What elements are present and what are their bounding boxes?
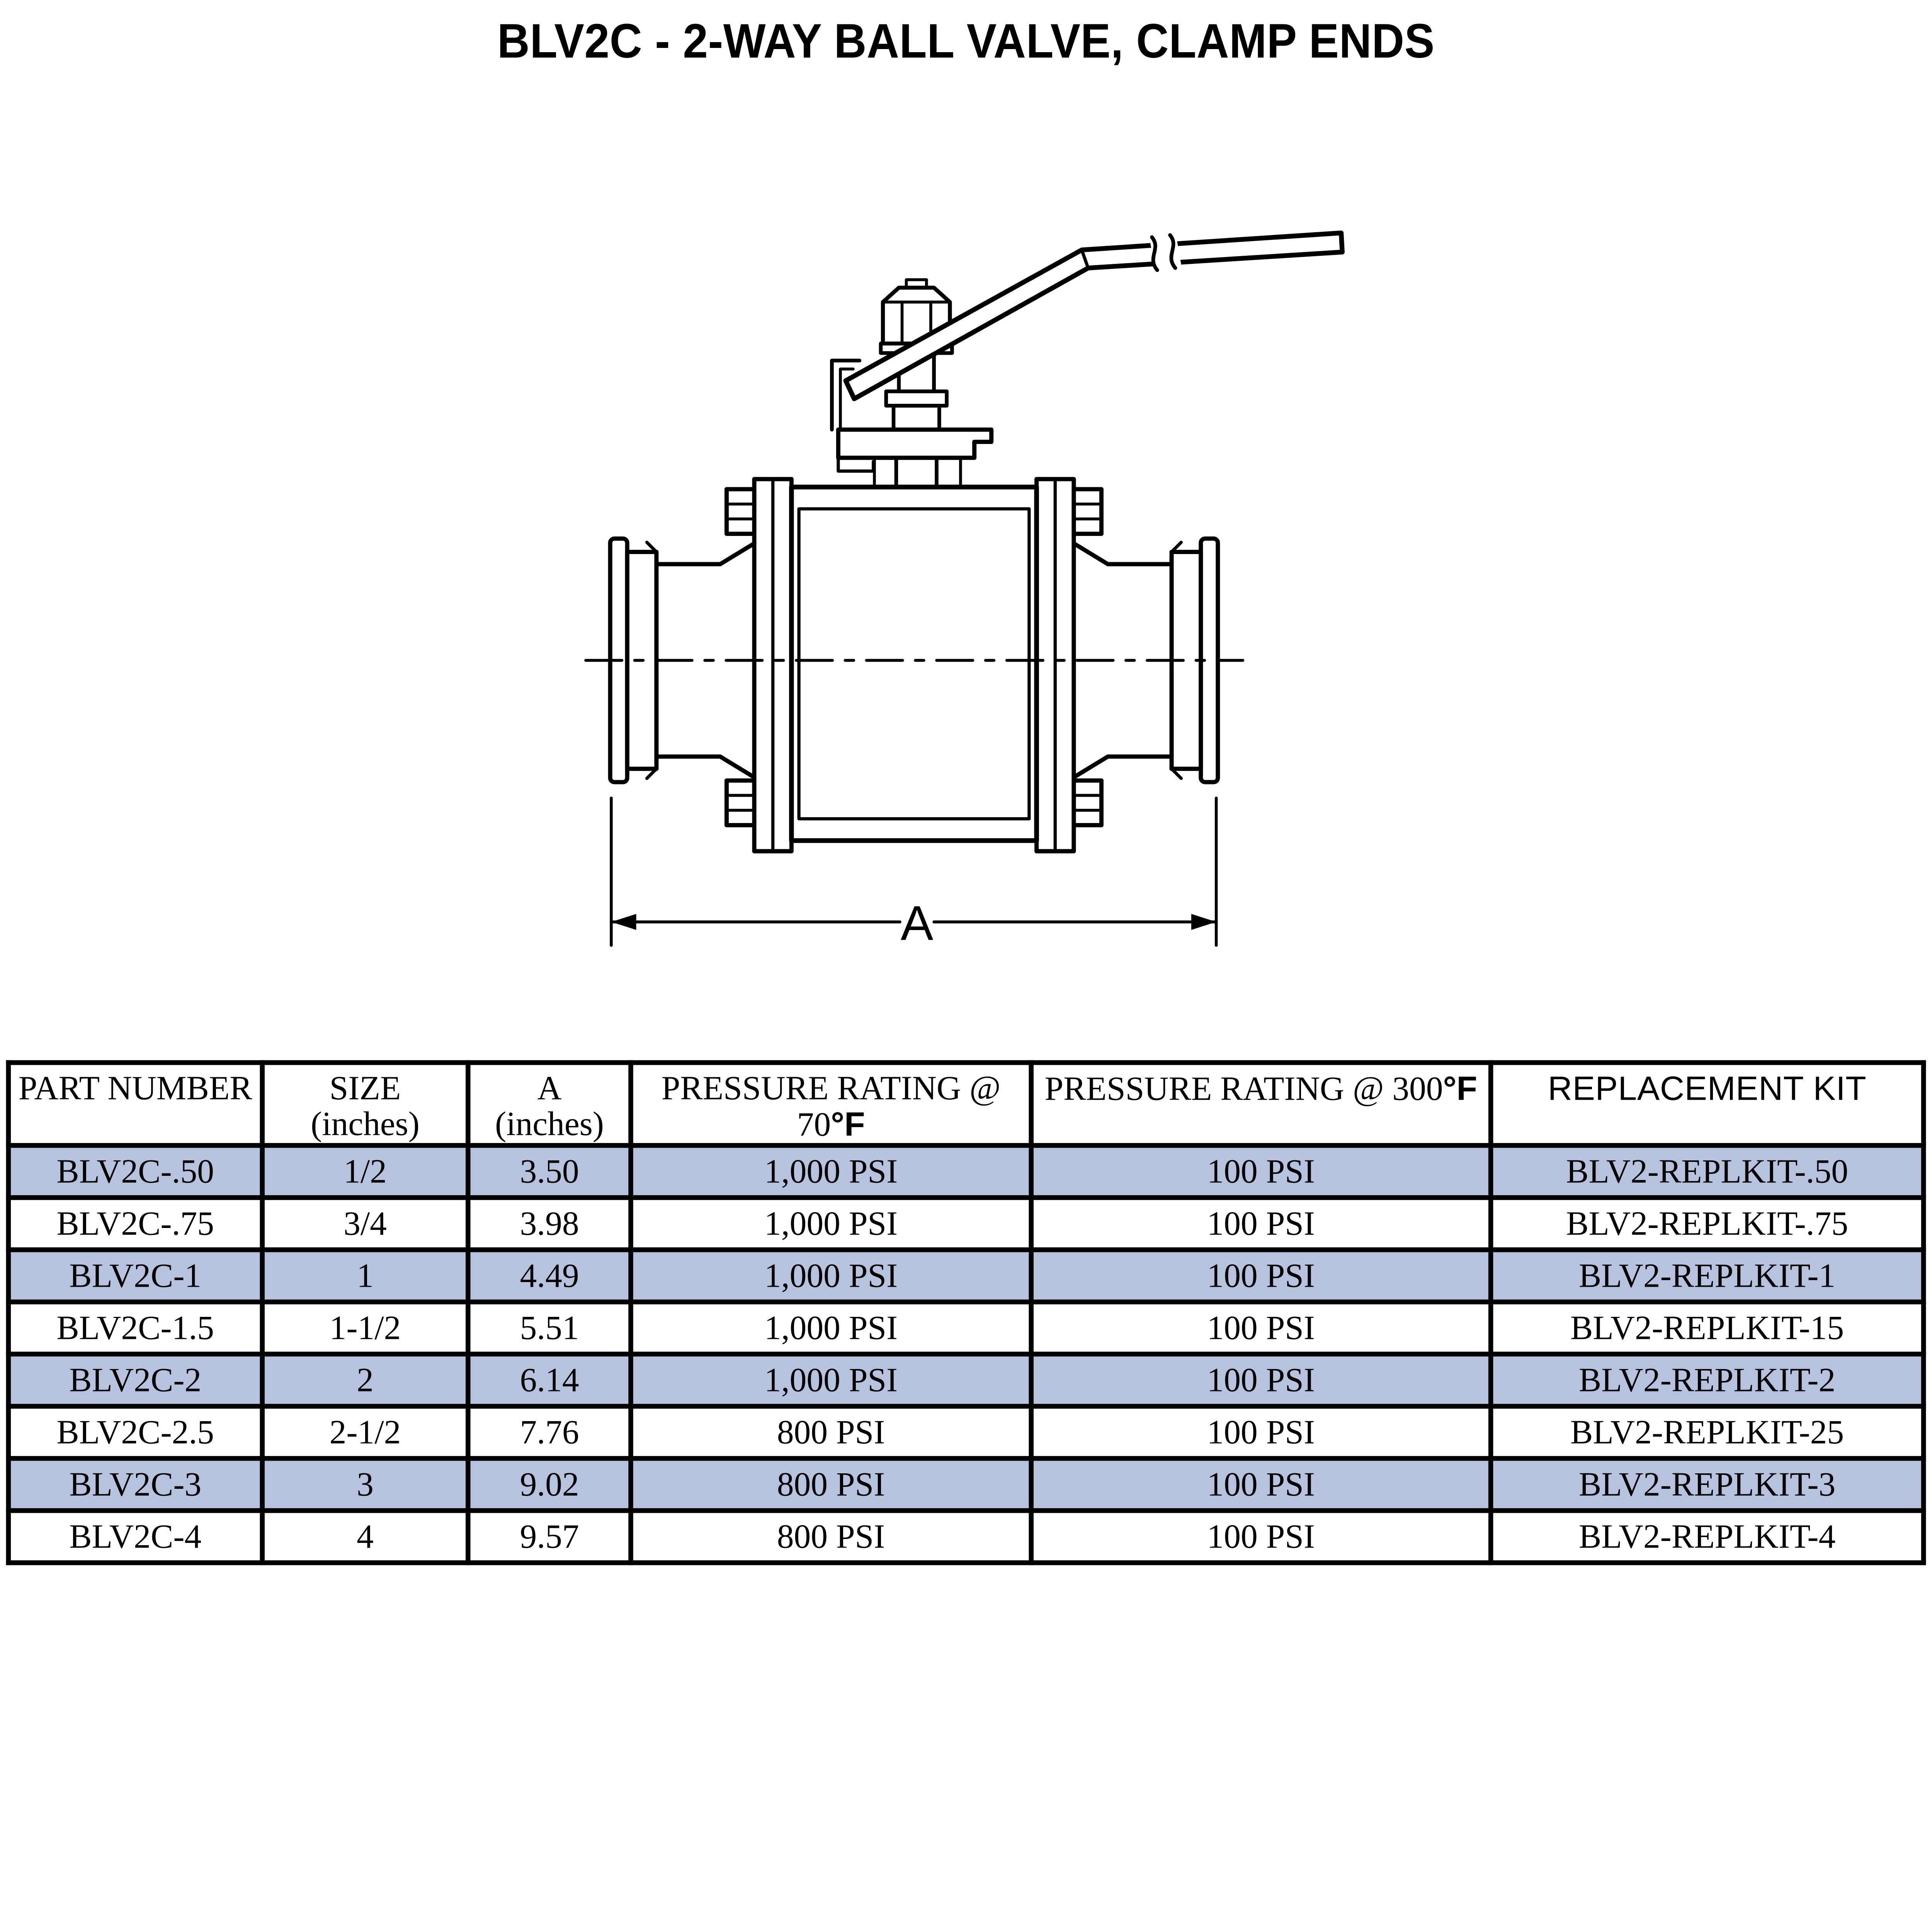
col-header-label: PART NUMBER <box>18 1069 252 1107</box>
col-header-unit: (inches) <box>311 1105 420 1143</box>
table-row: BLV2C-.50 1/2 3.50 1,000 PSI 100 PSI BLV… <box>6 1143 1926 1200</box>
body-flange-left <box>724 477 794 854</box>
cell-replacement-kit: BLV2-REPLKIT-4 <box>1488 1508 1926 1565</box>
cell-pressure-300: 100 PSI <box>1029 1143 1493 1200</box>
cell-pressure-300: 100 PSI <box>1029 1508 1493 1565</box>
cell-size: 2 <box>260 1352 471 1409</box>
cell-part-number: BLV2C-2.5 <box>6 1404 265 1461</box>
cell-pressure-70: 800 PSI <box>628 1404 1034 1461</box>
col-header-pressure-70: PRESSURE RATING @ 70°F <box>628 1060 1034 1148</box>
col-header-part-number: PART NUMBER <box>6 1060 265 1148</box>
col-header-a: A (inches) <box>466 1060 633 1148</box>
degree-f-label: °F <box>1443 1069 1477 1107</box>
col-header-replacement-kit: REPLACEMENT KIT <box>1488 1060 1926 1148</box>
bolt-bottom-right-icon <box>1071 778 1104 828</box>
cell-pressure-70: 1,000 PSI <box>628 1247 1034 1304</box>
bolt-top-right-icon <box>1071 487 1104 536</box>
cell-a: 9.02 <box>466 1456 633 1513</box>
table-row: BLV2C-1 1 4.49 1,000 PSI 100 PSI BLV2-RE… <box>6 1247 1926 1304</box>
cell-part-number: BLV2C-2 <box>6 1352 265 1409</box>
table-row: BLV2C-1.5 1-1/2 5.51 1,000 PSI 100 PSI B… <box>6 1299 1926 1357</box>
cell-size: 2-1/2 <box>260 1404 471 1461</box>
dimension-label: A <box>901 896 934 951</box>
valve-handle <box>843 230 1345 401</box>
cell-pressure-300: 100 PSI <box>1029 1456 1493 1513</box>
col-header-unit: (inches) <box>495 1105 604 1143</box>
cell-part-number: BLV2C-4 <box>6 1508 265 1565</box>
clamp-ferrule-right <box>1071 536 1220 784</box>
cell-size: 1/2 <box>260 1143 471 1200</box>
cell-replacement-kit: BLV2-REPLKIT-25 <box>1488 1404 1926 1461</box>
cell-replacement-kit: BLV2-REPLKIT-3 <box>1488 1456 1926 1513</box>
table-row: BLV2C-3 3 9.02 800 PSI 100 PSI BLV2-REPL… <box>6 1456 1926 1513</box>
col-header-label: PRESSURE RATING @ 70 <box>661 1069 1001 1143</box>
cell-pressure-300: 100 PSI <box>1029 1299 1493 1357</box>
cell-part-number: BLV2C-1 <box>6 1247 265 1304</box>
cell-pressure-70: 1,000 PSI <box>628 1352 1034 1409</box>
handle-bracket <box>830 359 862 432</box>
cell-pressure-70: 1,000 PSI <box>628 1195 1034 1252</box>
cell-pressure-70: 800 PSI <box>628 1456 1034 1513</box>
cell-part-number: BLV2C-.75 <box>6 1195 265 1252</box>
cell-pressure-300: 100 PSI <box>1029 1247 1493 1304</box>
handle-break-icon <box>1148 231 1183 276</box>
cell-pressure-70: 1,000 PSI <box>628 1143 1034 1200</box>
cell-size: 1 <box>260 1247 471 1304</box>
arrowhead-left-icon <box>611 914 636 930</box>
cell-replacement-kit: BLV2-REPLKIT-15 <box>1488 1299 1926 1357</box>
dimension: A <box>610 796 1218 951</box>
cell-a: 6.14 <box>466 1352 633 1409</box>
cell-a: 3.98 <box>466 1195 633 1252</box>
cell-a: 3.50 <box>466 1143 633 1200</box>
cell-a: 9.57 <box>466 1508 633 1565</box>
page-title-text: BLV2C - 2-WAY BALL VALVE, CLAMP ENDS <box>497 14 1435 68</box>
col-header-size: SIZE (inches) <box>260 1060 471 1148</box>
spec-sheet-page: BLV2C - 2-WAY BALL VALVE, CLAMP ENDS <box>0 17 1932 1565</box>
col-header-label: A <box>537 1069 562 1107</box>
body-flange-right <box>1034 477 1104 854</box>
cell-pressure-300: 100 PSI <box>1029 1195 1493 1252</box>
arrowhead-right-icon <box>1191 914 1216 930</box>
cell-part-number: BLV2C-3 <box>6 1456 265 1513</box>
cell-replacement-kit: BLV2-REPLKIT-2 <box>1488 1352 1926 1409</box>
table-row: BLV2C-4 4 9.57 800 PSI 100 PSI BLV2-REPL… <box>6 1508 1926 1565</box>
page-title: BLV2C - 2-WAY BALL VALVE, CLAMP ENDS <box>0 17 1932 65</box>
table-header-row: PART NUMBER SIZE (inches) A (inches) PRE… <box>6 1060 1926 1148</box>
cell-size: 3/4 <box>260 1195 471 1252</box>
bolt-bottom-left-icon <box>724 778 757 828</box>
table-row: BLV2C-2.5 2-1/2 7.76 800 PSI 100 PSI BLV… <box>6 1404 1926 1461</box>
cell-size: 3 <box>260 1456 471 1513</box>
cell-size: 4 <box>260 1508 471 1565</box>
cell-a: 7.76 <box>466 1404 633 1461</box>
cell-size: 1-1/2 <box>260 1299 471 1357</box>
cell-a: 4.49 <box>466 1247 633 1304</box>
degree-f-label: °F <box>831 1105 865 1143</box>
col-header-pressure-300: PRESSURE RATING @ 300°F <box>1029 1060 1493 1148</box>
cell-replacement-kit: BLV2-REPLKIT-1 <box>1488 1247 1926 1304</box>
col-header-label: SIZE <box>329 1069 401 1107</box>
valve-drawing: A <box>584 230 1345 951</box>
bolt-top-left-icon <box>724 487 757 536</box>
cell-replacement-kit: BLV2-REPLKIT-.75 <box>1488 1195 1926 1252</box>
valve-body <box>789 485 1039 843</box>
cell-replacement-kit: BLV2-REPLKIT-.50 <box>1488 1143 1926 1200</box>
cell-pressure-300: 100 PSI <box>1029 1352 1493 1409</box>
col-header-label: PRESSURE RATING @ 300 <box>1044 1070 1443 1107</box>
cell-pressure-70: 800 PSI <box>628 1508 1034 1565</box>
cell-pressure-300: 100 PSI <box>1029 1404 1493 1461</box>
cell-part-number: BLV2C-.50 <box>6 1143 265 1200</box>
cell-a: 5.51 <box>466 1299 633 1357</box>
spec-table: PART NUMBER SIZE (inches) A (inches) PRE… <box>6 1060 1926 1565</box>
table-row: BLV2C-2 2 6.14 1,000 PSI 100 PSI BLV2-RE… <box>6 1352 1926 1409</box>
cell-part-number: BLV2C-1.5 <box>6 1299 265 1357</box>
clamp-ferrule-left <box>608 536 757 784</box>
table-row: BLV2C-.75 3/4 3.98 1,000 PSI 100 PSI BLV… <box>6 1195 1926 1252</box>
cell-pressure-70: 1,000 PSI <box>628 1299 1034 1357</box>
col-header-label: REPLACEMENT KIT <box>1548 1069 1867 1107</box>
